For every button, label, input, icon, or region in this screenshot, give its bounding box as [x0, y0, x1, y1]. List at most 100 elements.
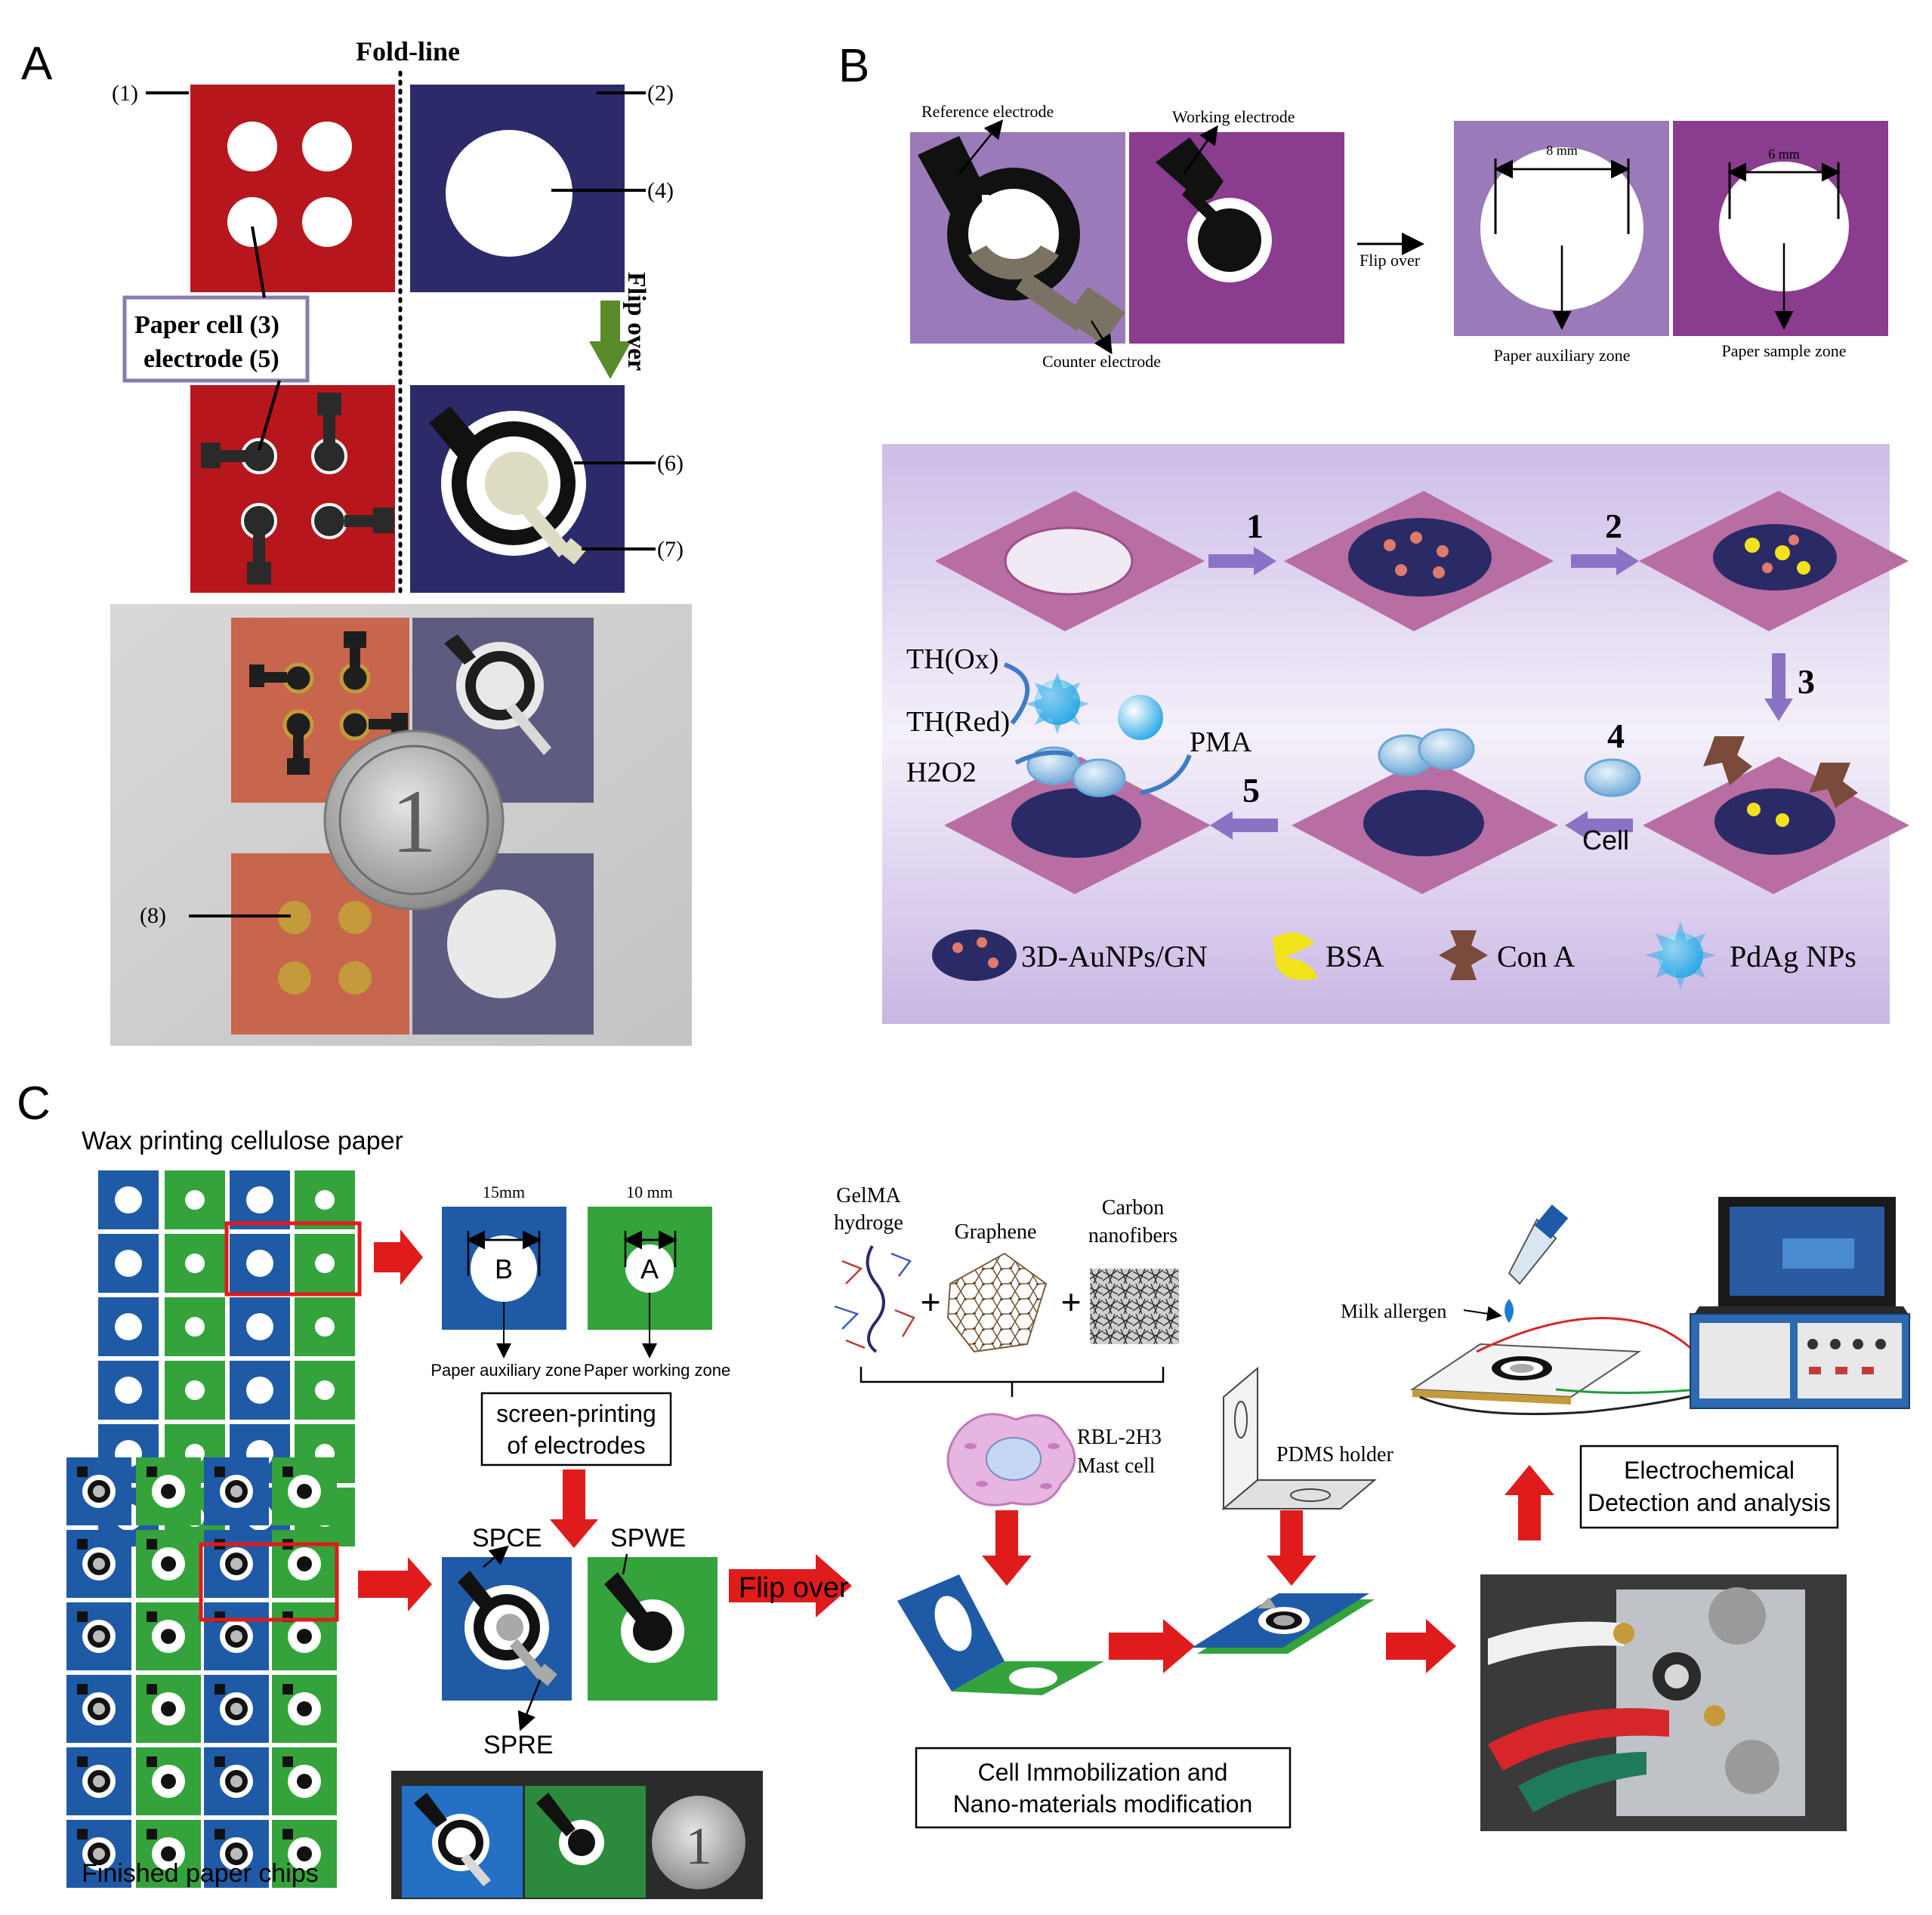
- callout-1: (1): [112, 81, 138, 106]
- wax-hole: [315, 1190, 335, 1210]
- wax-hole: [115, 1377, 142, 1404]
- chip-electrode: [161, 1629, 176, 1644]
- chip-electrode: [161, 1484, 176, 1499]
- step-1: 1: [1246, 507, 1264, 545]
- chip-lead: [77, 1611, 88, 1622]
- carbon-line2: nanofibers: [1088, 1224, 1177, 1247]
- zone-b-label: B: [495, 1254, 513, 1284]
- wax-hole: [115, 1313, 142, 1340]
- wax-printing-label: Wax printing cellulose paper: [82, 1127, 403, 1155]
- graphene-label: Graphene: [955, 1220, 1037, 1244]
- wax-hole: [185, 1190, 205, 1210]
- chip-electrode: [161, 1701, 176, 1716]
- paper-cell-hole: [446, 130, 573, 257]
- chip-electrode-core: [93, 1775, 105, 1787]
- callout-7: (7): [657, 537, 684, 562]
- chip-lead: [147, 1684, 157, 1695]
- chip-electrode-core: [93, 1848, 105, 1860]
- legend-cona-label: Con A: [1497, 939, 1575, 973]
- chip-electrode: [297, 1701, 312, 1716]
- paper-working-zone-label: Paper working zone: [584, 1361, 730, 1380]
- chip-electrode: [297, 1846, 312, 1861]
- finished-chips-label: Finished paper chips: [82, 1859, 319, 1888]
- spce-label: SPCE: [472, 1524, 542, 1553]
- rbl-line2: Mast cell: [1077, 1454, 1156, 1478]
- chip-electrode-core: [230, 1848, 242, 1860]
- spwe-label: SPWE: [610, 1524, 686, 1553]
- chip-electrode: [297, 1556, 312, 1571]
- pma-label: PMA: [1190, 726, 1252, 758]
- milk-allergen-label: Milk allergen: [1341, 1300, 1446, 1322]
- wax-hole: [315, 1317, 335, 1337]
- chip-electrode-core: [230, 1775, 242, 1787]
- cell-immob-line2: Nano-materials modification: [953, 1790, 1253, 1818]
- flip-over-label-c: Flip over: [739, 1572, 849, 1604]
- panel-c-letter: C: [17, 1078, 51, 1130]
- flip-over-label-a: Flip over: [622, 272, 650, 371]
- electrochemical-box: [1579, 1445, 1839, 1529]
- wax-hole: [246, 1250, 273, 1277]
- chip-electrode: [297, 1484, 312, 1499]
- cell-label: Cell: [1582, 825, 1629, 856]
- step-2: 2: [1605, 507, 1622, 545]
- chip-electrode-core: [93, 1630, 105, 1642]
- red-paper-bottom: [190, 385, 395, 593]
- reference-electrode-label: Reference electrode: [921, 102, 1054, 121]
- wax-hole: [185, 1380, 205, 1400]
- chip-lead: [77, 1829, 88, 1839]
- chip-electrode-core: [93, 1558, 105, 1570]
- rbl-line1: RBL-2H3: [1077, 1426, 1162, 1449]
- panel-a: A Fold-line (1) (2: [21, 36, 692, 1046]
- chip-lead: [77, 1466, 88, 1477]
- fold-line-label: Fold-line: [356, 36, 460, 66]
- screen-printing-line1: screen-printing: [496, 1400, 656, 1427]
- plus-2: +: [1061, 1282, 1082, 1321]
- chip-lead: [77, 1684, 88, 1695]
- cell-immobilization-box: [915, 1747, 1292, 1829]
- pdms-holder-label: PDMS holder: [1276, 1443, 1393, 1466]
- flip-over-label-b: Flip over: [1359, 251, 1421, 270]
- chip-electrode-core: [93, 1485, 105, 1497]
- wax-hole: [246, 1313, 273, 1340]
- chip-electrode: [161, 1556, 176, 1571]
- th-red-label: TH(Red): [906, 706, 1010, 738]
- wax-selection-box: [224, 1221, 362, 1297]
- step-3: 3: [1798, 662, 1815, 701]
- cell-immob-line1: Cell Immobilization and: [978, 1759, 1228, 1786]
- paper-auxiliary-zone-label-b: Paper auxiliary zone: [1494, 346, 1631, 365]
- wax-hole: [185, 1254, 205, 1273]
- chip-lead: [77, 1756, 88, 1767]
- spre-label: SPRE: [483, 1731, 554, 1759]
- chip-electrode-core: [230, 1558, 242, 1570]
- gelma-line1: GelMA: [836, 1184, 901, 1207]
- chip-electrode: [297, 1774, 312, 1789]
- chip-lead: [214, 1466, 225, 1477]
- carbon-line1: Carbon: [1102, 1196, 1164, 1220]
- wax-hole: [115, 1186, 142, 1213]
- counter-electrode-label: Counter electrode: [1042, 352, 1161, 371]
- h2o2-label: H2O2: [906, 757, 977, 788]
- panel-b-letter: B: [838, 40, 869, 92]
- dim-10mm: 10 mm: [626, 1183, 673, 1201]
- paper-cell-label: Paper cell (3): [134, 311, 279, 339]
- chip-lead: [147, 1611, 157, 1622]
- th-ox-label: TH(Ox): [906, 643, 998, 675]
- screen-printing-line2: of electrodes: [507, 1432, 645, 1459]
- callout-4: (4): [647, 178, 674, 203]
- svg-text:1: 1: [391, 771, 437, 871]
- callout-6: (6): [657, 451, 684, 476]
- paper-sample-zone-label: Paper sample zone: [1722, 341, 1847, 360]
- paper-auxiliary-zone-label-c: Paper auxiliary zone: [431, 1361, 581, 1380]
- coin: [323, 729, 505, 911]
- chip-lead: [147, 1829, 157, 1839]
- chip-electrode-core: [230, 1485, 242, 1497]
- callout-8: (8): [140, 903, 166, 928]
- chip-electrode: [161, 1774, 176, 1789]
- panel-c: C Wax printing cellulose paper Finished …: [17, 1078, 1911, 1899]
- wax-hole: [115, 1250, 142, 1277]
- legend-bsa-icon: [1273, 933, 1318, 980]
- wax-hole: [315, 1254, 335, 1273]
- legend-au-label: 3D-AuNPs/GN: [1021, 939, 1208, 973]
- chip-lead: [147, 1756, 157, 1767]
